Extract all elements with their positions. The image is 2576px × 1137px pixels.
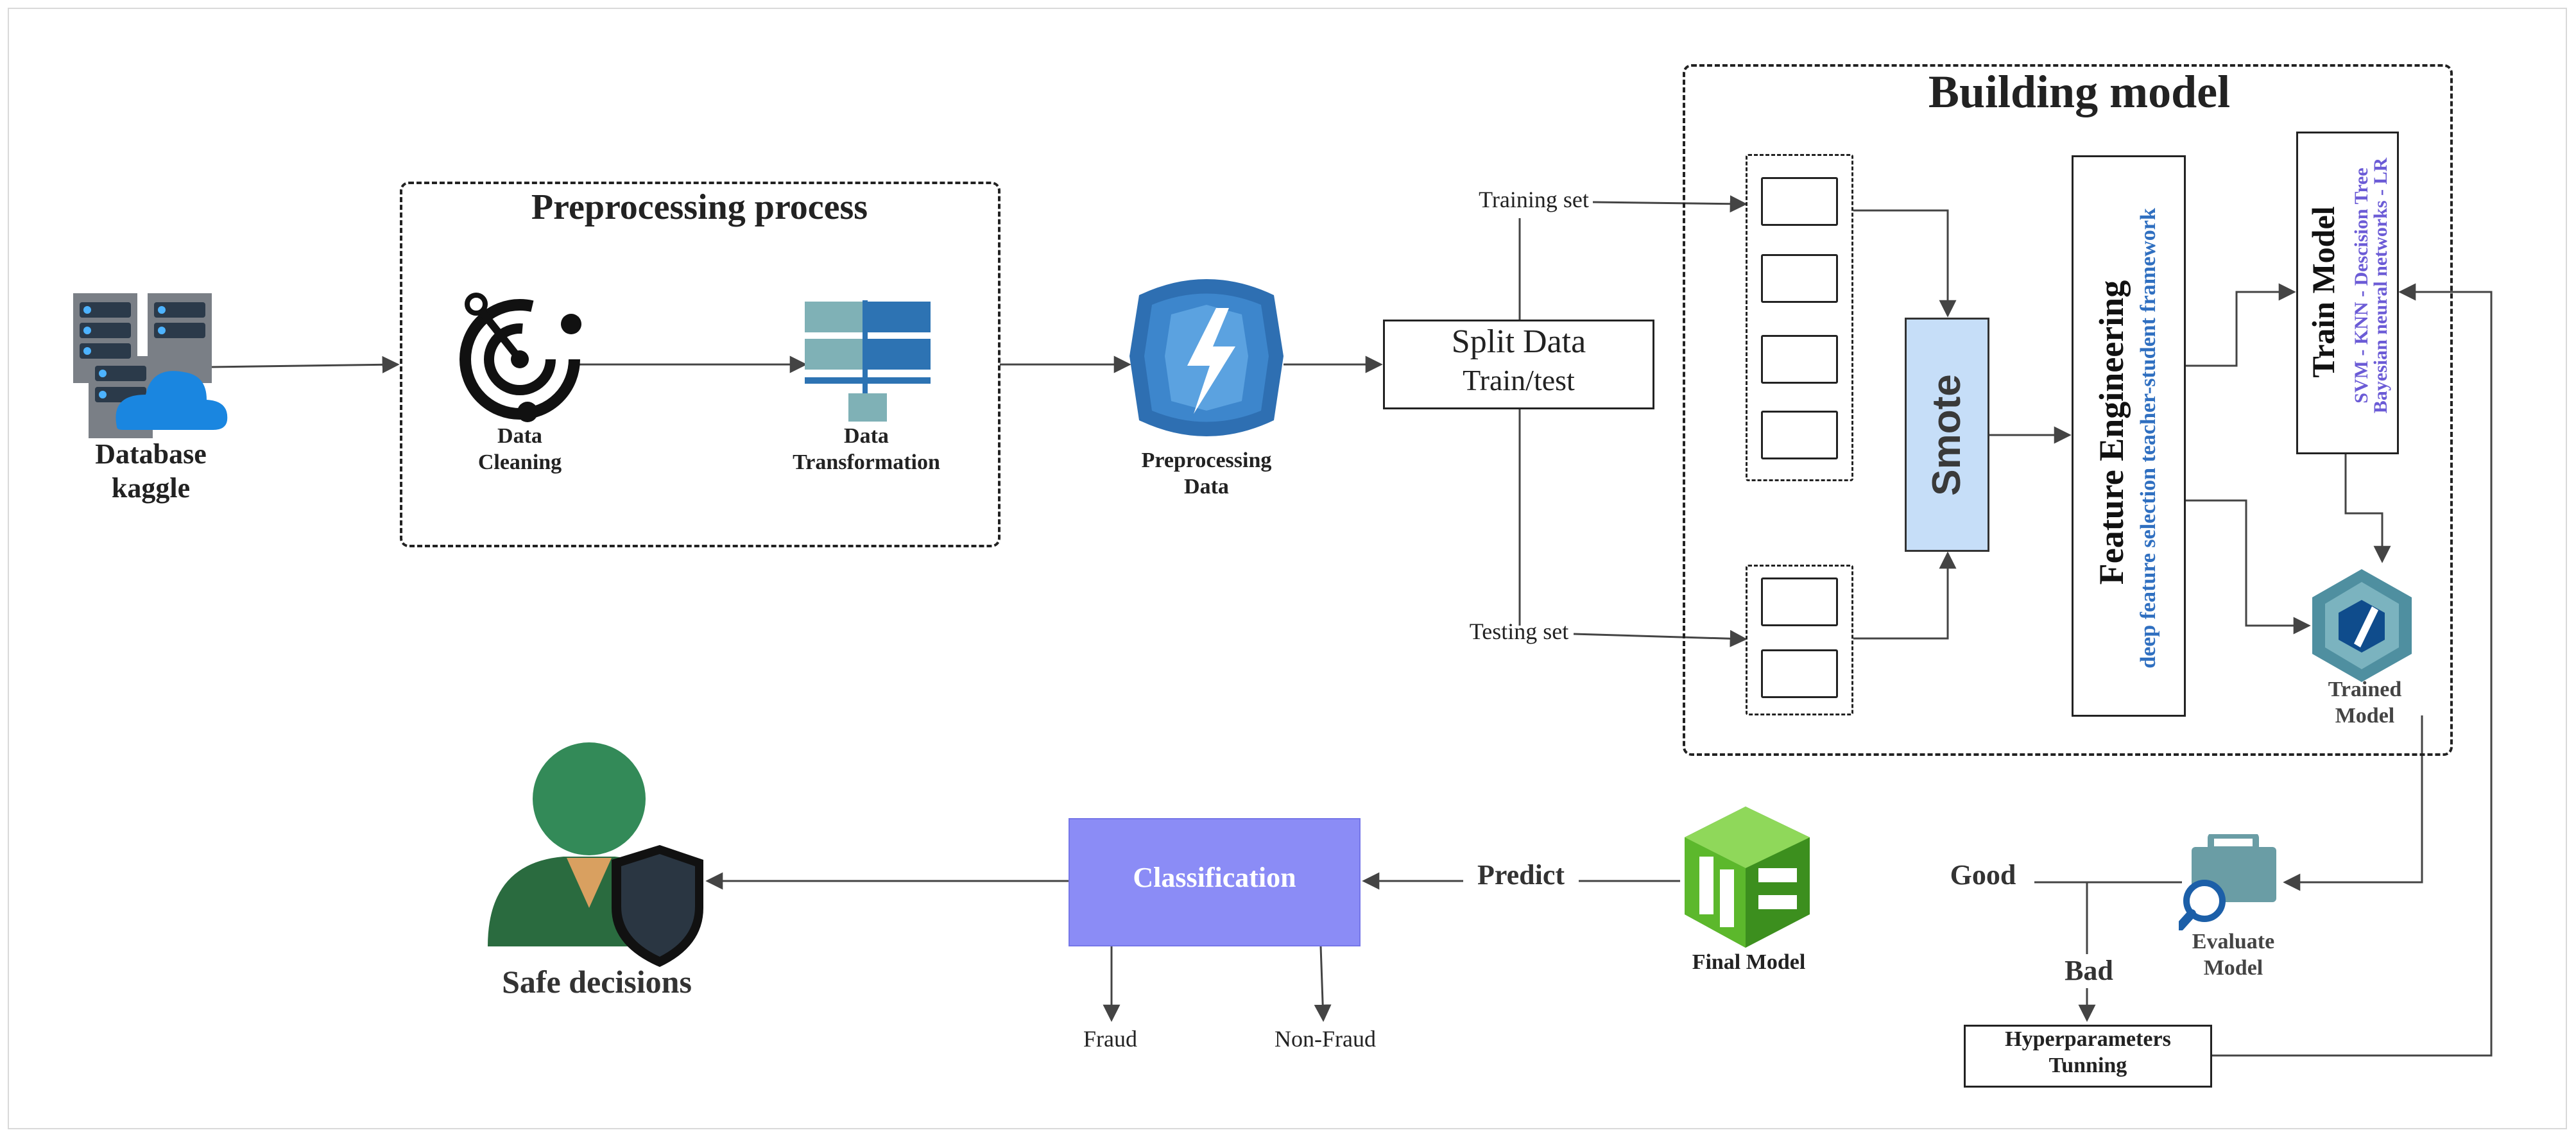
arrow-fe-to-trained	[2185, 499, 2311, 635]
train-model-algorithms-2: Bayesian neural networks - LR	[2370, 157, 2391, 414]
evaluate-model-label: Evaluate Model	[2192, 930, 2275, 980]
arrow-test-to-smote	[1853, 551, 1957, 640]
feature-engineering-subtitle: deep feature selection teacher-student f…	[2136, 208, 2160, 669]
data-transformation-icon	[803, 300, 932, 422]
page-frame	[8, 8, 2567, 1129]
arrow-trained-to-evaluate	[2283, 715, 2423, 891]
data-transformation-label: Data Transformation	[793, 424, 940, 474]
train-model-box	[2296, 132, 2399, 454]
hyperparameters-label: Hyperparameters Tunning	[2005, 1027, 2171, 1077]
hyperparameters-box	[1964, 1025, 2212, 1088]
split-data-box	[1383, 320, 1654, 409]
good-label: Good	[1932, 859, 2034, 893]
database-icon	[72, 292, 229, 440]
training-set-label: Training set	[1479, 187, 1589, 212]
train-model-title: Train Model	[2305, 206, 2341, 378]
arrow-db-to-preprocessing	[211, 355, 400, 373]
arrow-testing-set	[1573, 629, 1747, 647]
preprocessing-data-label: Preprocessing Data	[1141, 449, 1272, 499]
arrow-non-fraud	[1314, 946, 1332, 1022]
arrow-train-to-smote	[1853, 209, 1957, 318]
trained-model-label: Trained Model	[2328, 678, 2402, 728]
training-slot-1	[1761, 177, 1838, 226]
split-data-subtitle: Train/test	[1463, 364, 1575, 397]
arrow-training-set	[1592, 195, 1747, 213]
smote-box	[1905, 318, 1989, 552]
safe-decisions-label: Safe decisions	[502, 964, 692, 1000]
training-slots-group	[1746, 154, 1853, 481]
evaluate-model-icon	[2176, 832, 2278, 931]
building-model-container	[1683, 64, 2453, 756]
fraud-label: Fraud	[1083, 1026, 1137, 1052]
arrow-hyper-to-train	[2211, 283, 2493, 1057]
feature-engineering-title: Feature Engineering	[2092, 280, 2131, 585]
classification-label: Classification	[1133, 862, 1296, 893]
non-fraud-label: Non-Fraud	[1275, 1026, 1376, 1052]
testing-set-label: Testing set	[1469, 619, 1569, 644]
testing-slot-2	[1761, 649, 1838, 698]
split-data-title: Split Data	[1451, 323, 1586, 360]
person-shield-icon	[486, 735, 705, 969]
feature-engineering-box	[2072, 155, 2186, 717]
preprocessing-container	[400, 182, 1000, 547]
preprocessing-data-icon	[1126, 269, 1287, 446]
data-cleaning-label: Data Cleaning	[477, 424, 562, 474]
database-label: Database kaggle	[95, 438, 207, 504]
building-model-title: Building model	[1928, 66, 2231, 117]
preprocessing-title: Preprocessing process	[531, 187, 868, 227]
bad-label: Bad	[2057, 954, 2121, 988]
classification-box	[1069, 818, 1361, 946]
arrow-fe-to-train	[2185, 283, 2296, 367]
final-model-icon	[1681, 805, 1813, 950]
training-slot-2	[1761, 254, 1838, 303]
testing-slots-group	[1746, 565, 1853, 715]
final-model-label: Final Model	[1692, 950, 1806, 974]
data-cleaning-icon	[456, 289, 584, 423]
testing-slot-1	[1761, 577, 1838, 626]
predict-label: Predict	[1463, 859, 1579, 893]
smote-label: Smote	[1925, 374, 1969, 496]
training-slot-4	[1761, 411, 1838, 459]
arrow-train-to-trained	[2344, 454, 2391, 563]
trained-model-icon	[2309, 568, 2415, 683]
training-slot-3	[1761, 335, 1838, 384]
